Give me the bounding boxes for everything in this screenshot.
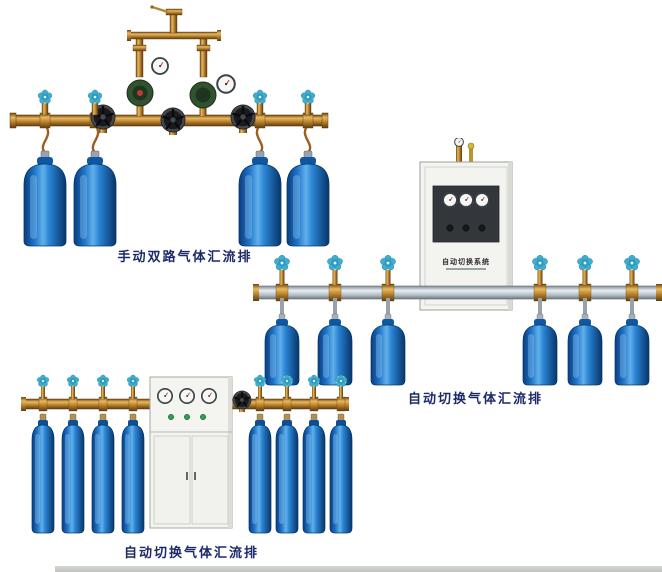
caption-manual-dual: 手动双路气体汇流排 <box>117 249 253 264</box>
handwheel-icon <box>229 103 257 131</box>
door-handle <box>194 472 196 480</box>
valve-knob-icon <box>531 254 549 271</box>
pressure-gauge-icon <box>474 192 490 208</box>
shutoff-handwheels <box>89 103 257 135</box>
manual-dual-manifold-image <box>9 5 330 247</box>
control-cabinet <box>419 138 513 311</box>
caption-auto-switch-bottom: 自动切换气体汇流排 <box>123 545 259 560</box>
gas-cylinder <box>61 413 85 534</box>
valve-knob-icon <box>252 89 268 104</box>
valve-knob-icon <box>623 254 641 271</box>
pressure-gauge-icon <box>156 387 174 405</box>
valve-knob-icon <box>37 89 53 104</box>
gas-cylinder <box>329 413 353 534</box>
gas-cylinder <box>522 313 558 386</box>
pressure-gauge-icon <box>442 192 458 208</box>
manifold-pipe <box>253 283 662 302</box>
cabinet-door <box>191 435 229 525</box>
valve-knob-icon <box>280 374 294 387</box>
cabinet-label: 自动切换系统 <box>442 259 490 266</box>
gas-cylinder <box>302 413 326 534</box>
gas-cylinder <box>31 413 55 534</box>
pressure-gauge-icon <box>200 387 218 405</box>
handwheel-icon <box>159 106 187 134</box>
gas-cylinder <box>23 150 67 247</box>
pressure-gauge-icon <box>216 74 236 94</box>
top-valve-icon <box>467 142 475 150</box>
station-valves <box>36 374 348 399</box>
pressure-gauge-icon <box>454 138 464 147</box>
valve-knob-icon <box>96 374 110 387</box>
cabinet-door <box>153 435 191 525</box>
pressure-gauge-icon <box>178 387 196 405</box>
handwheel-icon <box>231 389 253 411</box>
gas-cylinders <box>264 298 650 386</box>
indicator-buttons <box>167 413 207 421</box>
gas-cylinder <box>248 413 272 534</box>
door-handle <box>186 472 188 480</box>
gas-cylinder <box>370 313 406 386</box>
bottom-edge-strip <box>55 566 662 572</box>
control-cabinet <box>149 376 233 529</box>
gas-cylinder <box>73 150 117 247</box>
top-valve-lever <box>151 5 169 14</box>
pressure-regulators <box>126 57 236 116</box>
station-valves <box>273 254 641 285</box>
valve-knob-icon <box>334 374 348 387</box>
gas-cylinder <box>275 413 299 534</box>
valve-knob-icon <box>126 374 140 387</box>
shutoff-handwheel <box>231 389 253 412</box>
pressure-gauge-icon <box>458 192 474 208</box>
valve-knob-icon <box>300 89 316 104</box>
valve-knob-icon <box>326 254 344 271</box>
cabinet-sublabel-line <box>446 268 486 270</box>
valve-knob-icon <box>379 254 397 271</box>
valve-knob-icon <box>273 254 291 271</box>
header-pipe-assembly <box>127 5 221 78</box>
valve-knob-icon <box>307 374 321 387</box>
gas-cylinder <box>91 413 115 534</box>
valve-knob-icon <box>36 374 50 387</box>
gas-cylinder <box>121 413 145 534</box>
auto-switch-manifold-floor-image <box>21 374 353 534</box>
auto-switch-manifold-image <box>253 138 662 386</box>
valve-knob-icon <box>576 254 594 271</box>
caption-auto-switch-right: 自动切换气体汇流排 <box>407 391 543 406</box>
valve-knob-icon <box>87 89 103 104</box>
pressure-gauge-icon <box>151 57 169 75</box>
gas-cylinder <box>614 313 650 386</box>
panel-knobs <box>446 224 486 232</box>
gas-cylinder <box>567 313 603 386</box>
valve-knob-icon <box>253 374 267 387</box>
station-valves <box>37 89 316 116</box>
valve-knob-icon <box>66 374 80 387</box>
